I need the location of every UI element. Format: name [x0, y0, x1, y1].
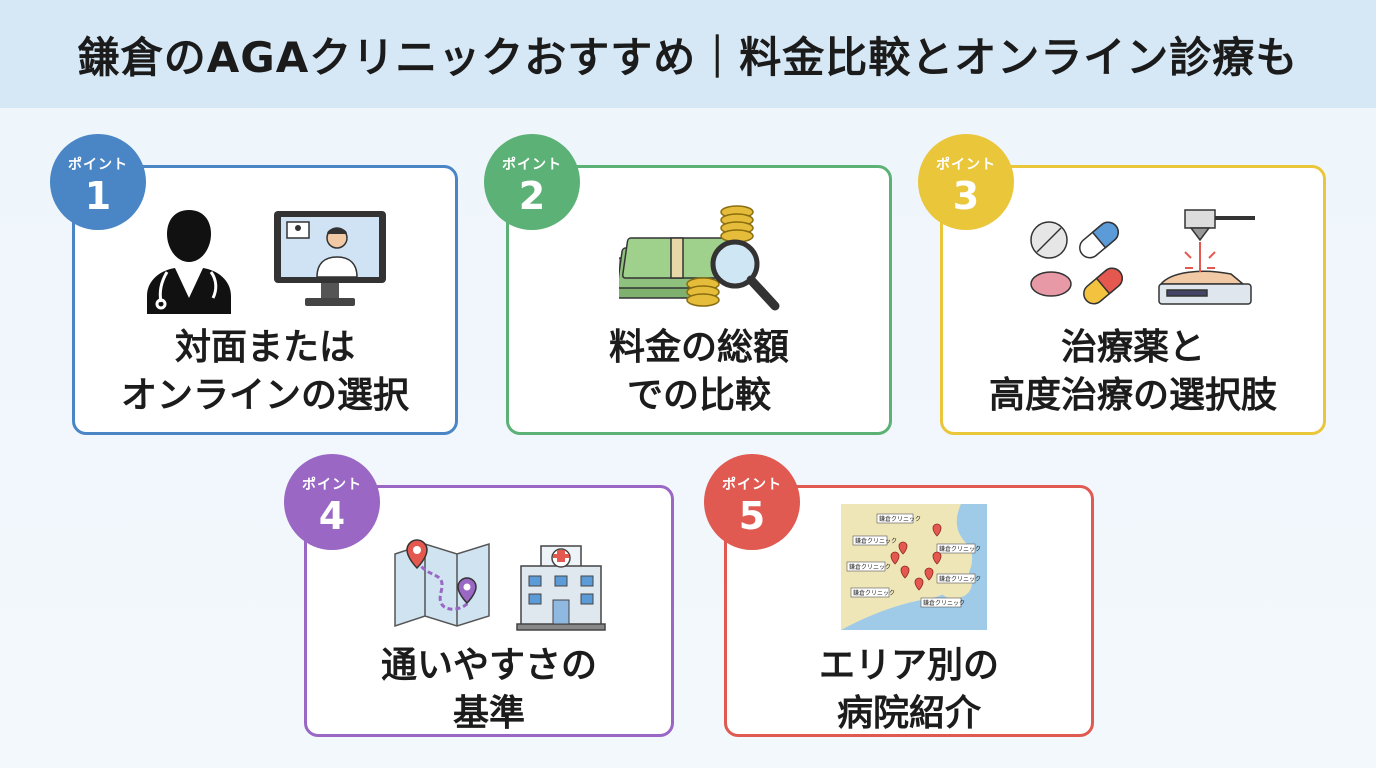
- point-badge-label: ポイント: [722, 477, 782, 493]
- map-clinic-label: 鎌倉クリニック: [939, 575, 981, 583]
- hospital-icon: [516, 545, 606, 631]
- point-badge-number: 3: [952, 174, 980, 218]
- map-clinic-label: 鎌倉クリニック: [923, 599, 965, 607]
- pills-icon: [1030, 221, 1123, 305]
- telemedicine-monitor-icon: [274, 211, 386, 306]
- point-badge-3: ポイント 3: [918, 134, 1014, 230]
- point-3-title-line1: 治療薬と: [1060, 327, 1205, 368]
- point-badge-number: 2: [518, 174, 546, 218]
- map-clinic-label: 鎌倉クリニック: [849, 563, 891, 571]
- point-1-title-line1: 対面または: [174, 327, 355, 368]
- page-title: 鎌倉のAGAクリニックおすすめ｜料金比較とオンライン診療も: [77, 32, 1299, 82]
- point-card-1: 対面または オンラインの選択: [72, 165, 458, 435]
- point-badge-label: ポイント: [68, 157, 128, 173]
- point-2-title-line1: 料金の総額: [608, 327, 789, 368]
- point-3-title-line2: 高度治療の選択肢: [988, 374, 1277, 416]
- point-badge-number: 5: [738, 494, 766, 538]
- point-card-4: 通いやすさの 基準: [304, 485, 674, 737]
- point-4-title-line2: 基準: [452, 692, 525, 734]
- point-4-title-line1: 通いやすさの: [380, 645, 597, 686]
- laser-device-icon: [1158, 209, 1255, 305]
- header-banner: 鎌倉のAGAクリニックおすすめ｜料金比較とオンライン診療も: [0, 0, 1376, 108]
- point-badge-label: ポイント: [936, 157, 996, 173]
- point-1-title-line2: オンラインの選択: [120, 374, 409, 416]
- point-badge-number: 1: [84, 174, 112, 218]
- point-badge-5: ポイント 5: [704, 454, 800, 550]
- map-clinic-label: 鎌倉クリニック: [853, 589, 895, 597]
- map-clinic-label: 鎌倉クリニック: [939, 545, 981, 553]
- area-map-icon: 鎌倉クリニック 鎌倉クリニック 鎌倉クリニック 鎌倉クリニック 鎌倉クリニック …: [841, 504, 987, 630]
- map-clinic-label: 鎌倉クリニック: [879, 515, 921, 523]
- point-badge-label: ポイント: [302, 477, 362, 493]
- point-badge-label: ポイント: [502, 157, 562, 173]
- doctor-icon: [147, 210, 231, 314]
- point-badge-1: ポイント 1: [50, 134, 146, 230]
- money-magnifier-icon: [619, 205, 780, 311]
- point-badge-2: ポイント 2: [484, 134, 580, 230]
- map-route-icon: [394, 539, 490, 628]
- point-5-title-line2: 病院紹介: [836, 692, 981, 734]
- map-clinic-label: 鎌倉クリニック: [855, 537, 897, 545]
- point-card-5: 鎌倉クリニック 鎌倉クリニック 鎌倉クリニック 鎌倉クリニック 鎌倉クリニック …: [724, 485, 1094, 737]
- point-badge-4: ポイント 4: [284, 454, 380, 550]
- point-2-title-line2: での比較: [626, 374, 771, 416]
- point-5-title-line1: エリア別の: [818, 645, 999, 686]
- point-badge-number: 4: [318, 494, 346, 538]
